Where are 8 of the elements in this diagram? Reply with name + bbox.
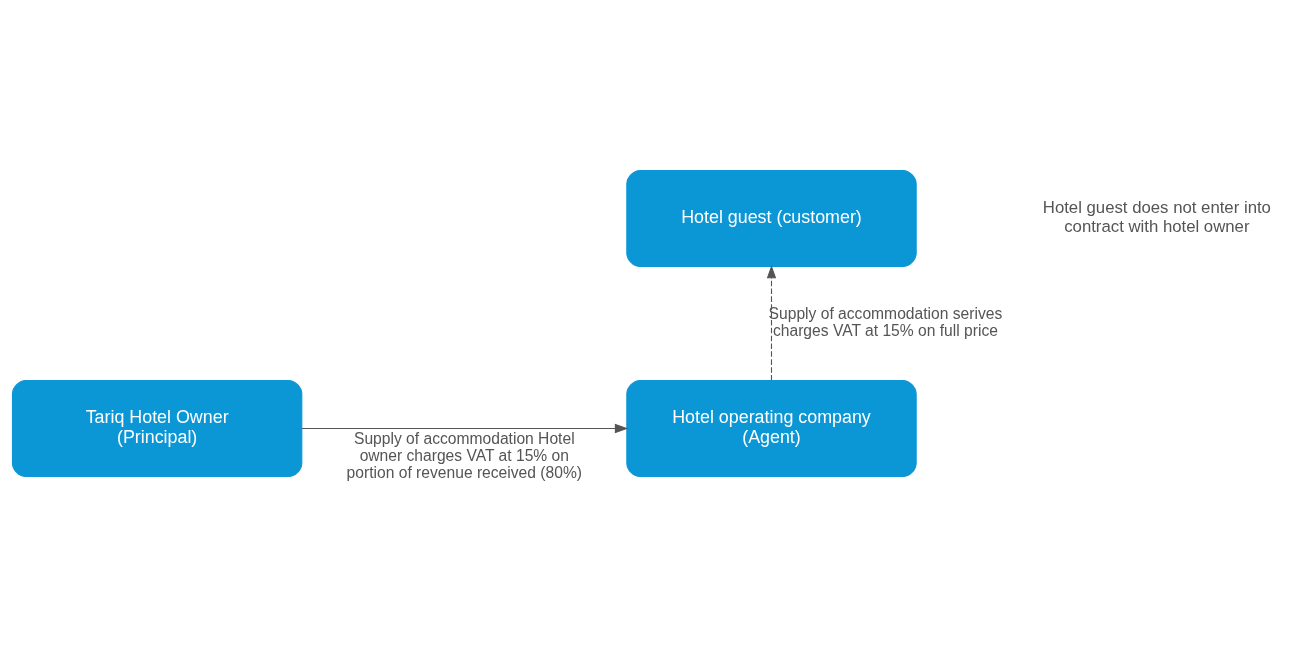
edge-label: Supply of accommodation serives charges VAT at 15% on full price [768, 304, 1003, 339]
node-box: Tariq Hotel Owner (Principal) [11, 379, 303, 477]
arrow [301, 423, 629, 433]
node-box: Hotel guest (customer) [626, 169, 917, 267]
label: Hotel guest does not enter into contract with hotel owner [1042, 197, 1271, 236]
edge-label: Supply of accommodation Hotel owner charges VAT at 15% on portion of revenue received (80%) [346, 429, 582, 481]
node-box: Hotel operating company (Agent) [626, 379, 917, 477]
arrow [766, 264, 777, 381]
